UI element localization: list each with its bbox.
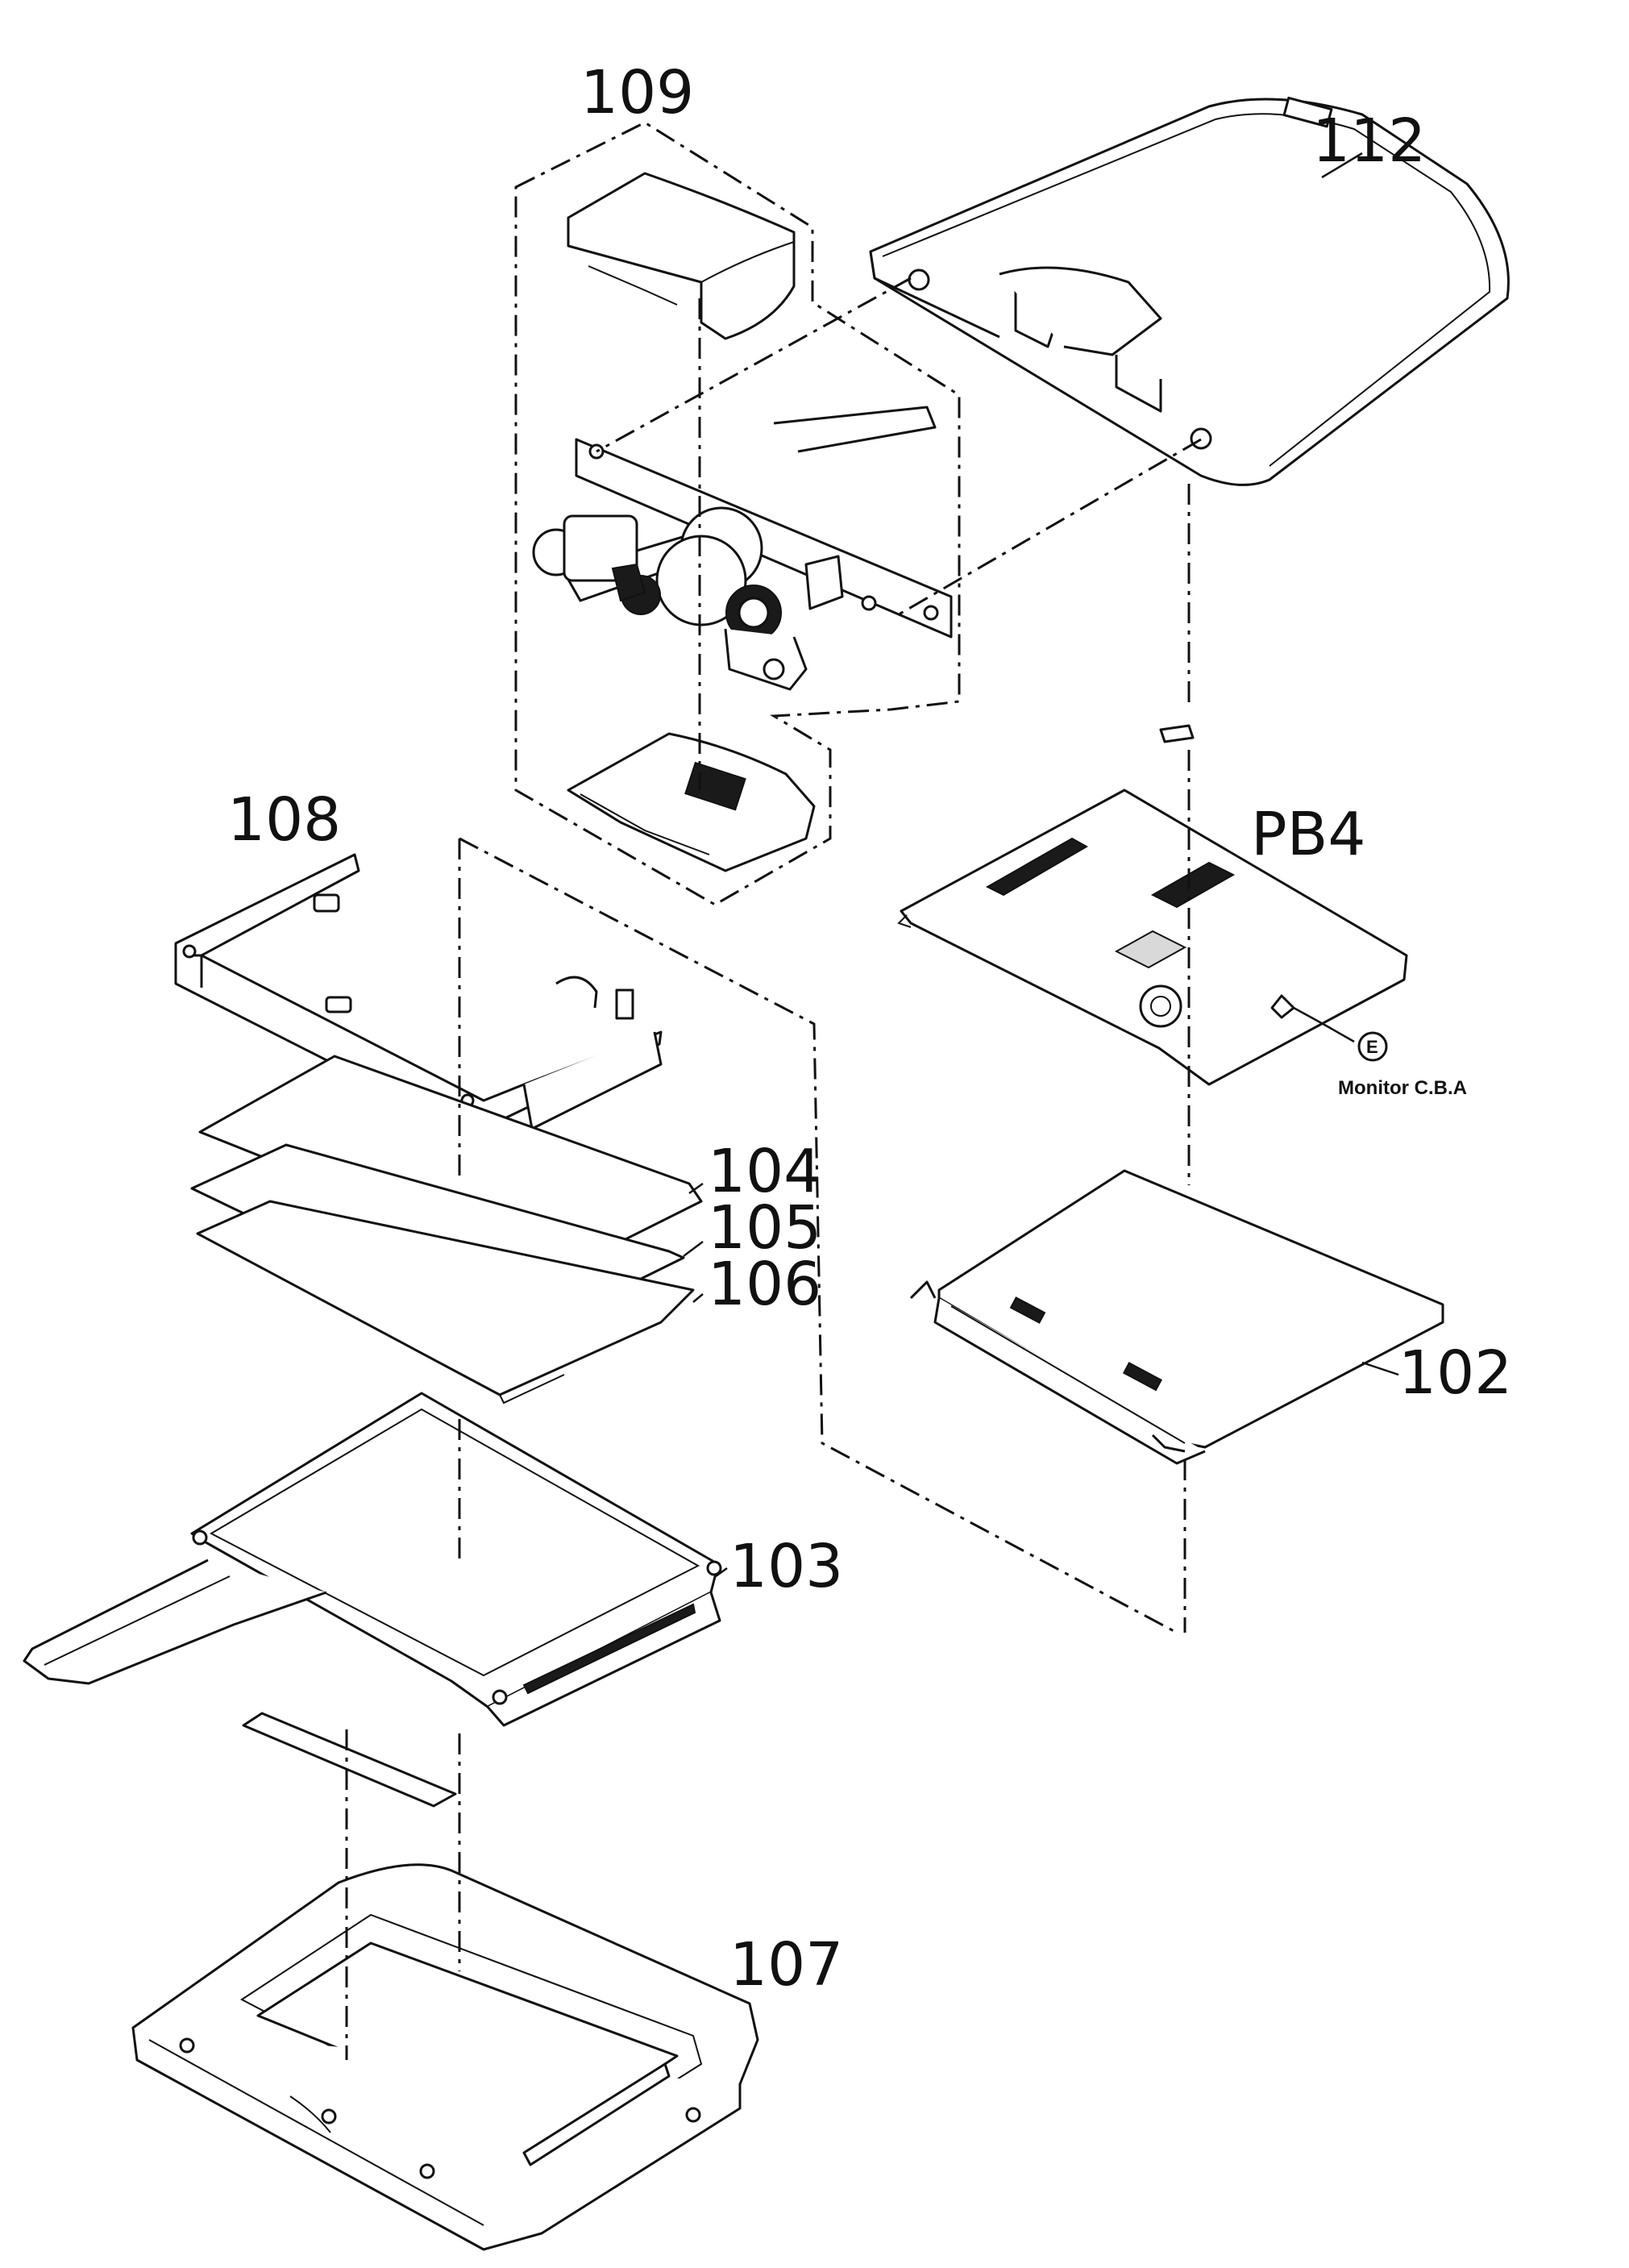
part-pb4-board: [897, 724, 1408, 1086]
part-106-sheet: [196, 1200, 695, 1404]
part-107-front-frame: [131, 1863, 759, 2251]
leader-105: [683, 1241, 704, 1257]
callout-pb4: PB4: [1251, 800, 1365, 869]
alignment-lines: [345, 277, 1202, 2060]
note-circle-letter: E: [1366, 1037, 1378, 1057]
leader-112: [1321, 152, 1363, 179]
part-strip: [242, 1712, 457, 1808]
callout-105: 105: [708, 1193, 821, 1263]
callout-107: 107: [729, 1930, 843, 2000]
callout-102: 102: [1398, 1338, 1512, 1408]
leader-102: [1361, 1361, 1399, 1376]
leader-103: [715, 1567, 728, 1578]
part-103-lcd-panel: [23, 1392, 722, 1727]
part-112-cover: [869, 96, 1510, 486]
note-monitor-cba: Monitor C.B.A: [1338, 1077, 1467, 1099]
leader-pb4-note: [1293, 1006, 1355, 1043]
callout-108: 108: [227, 785, 341, 855]
part-102-display-unit: [909, 1169, 1444, 1465]
leader-104: [688, 1182, 704, 1195]
note-circle-e: [1357, 1031, 1388, 1062]
leader-106: [692, 1293, 704, 1303]
part-109-hinge-group: [514, 121, 961, 906]
callout-112: 112: [1312, 106, 1426, 176]
callout-103: 103: [729, 1532, 843, 1601]
callout-109: 109: [580, 58, 694, 127]
callout-106: 106: [708, 1250, 821, 1319]
callout-104: 104: [708, 1137, 821, 1206]
